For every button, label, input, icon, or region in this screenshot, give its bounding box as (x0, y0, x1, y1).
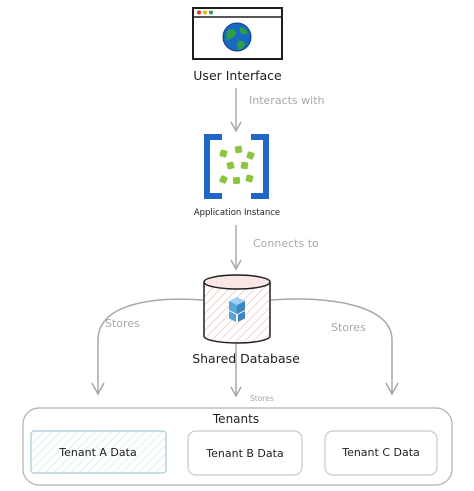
database-cylinder-icon (203, 274, 271, 344)
database-top (203, 274, 271, 290)
tenant-b-box (187, 430, 303, 476)
browser-minimize-dot (203, 10, 207, 15)
browser-globe-icon (192, 7, 283, 60)
edge-db-to-tenant-a (91, 298, 204, 396)
app-blocks (219, 145, 255, 185)
globe-icon (222, 22, 252, 52)
user-interface-label: User Interface (193, 68, 282, 83)
edge-ui-to-app (230, 88, 242, 133)
browser-maximize-dot (209, 10, 213, 15)
tenant-a-label: Tenant A Data (58, 446, 136, 459)
edge-label-connects-to: Connects to (253, 237, 319, 250)
shared-database-label: Shared Database (192, 351, 300, 366)
browser-close-dot (197, 10, 201, 15)
tenants-label: Tenants (212, 412, 259, 426)
edge-db-to-tenant-b (230, 344, 242, 398)
tenant-c-box (324, 430, 438, 476)
edge-label-stores-c: Stores (331, 321, 366, 334)
tenant-b-label: Tenant B Data (205, 447, 283, 460)
edge-db-to-tenant-c (270, 298, 399, 396)
tenant-a-box (30, 430, 167, 474)
application-instance-label: Application Instance (194, 208, 280, 218)
app-right-bracket (251, 134, 269, 199)
tenant-b-shape (187, 430, 303, 476)
edge-label-stores-a: Stores (105, 317, 140, 330)
app-left-bracket (204, 134, 222, 199)
tenant-c-shape (324, 430, 438, 476)
tenant-a-shape (30, 430, 167, 474)
tenant-c-label: Tenant C Data (341, 446, 420, 459)
edge-app-to-db (230, 225, 242, 271)
edge-label-interacts-with: Interacts with (249, 94, 325, 107)
edge-label-stores-b: Stores (250, 394, 274, 403)
application-instance-icon (204, 134, 269, 199)
database-cube-icon (229, 297, 245, 322)
